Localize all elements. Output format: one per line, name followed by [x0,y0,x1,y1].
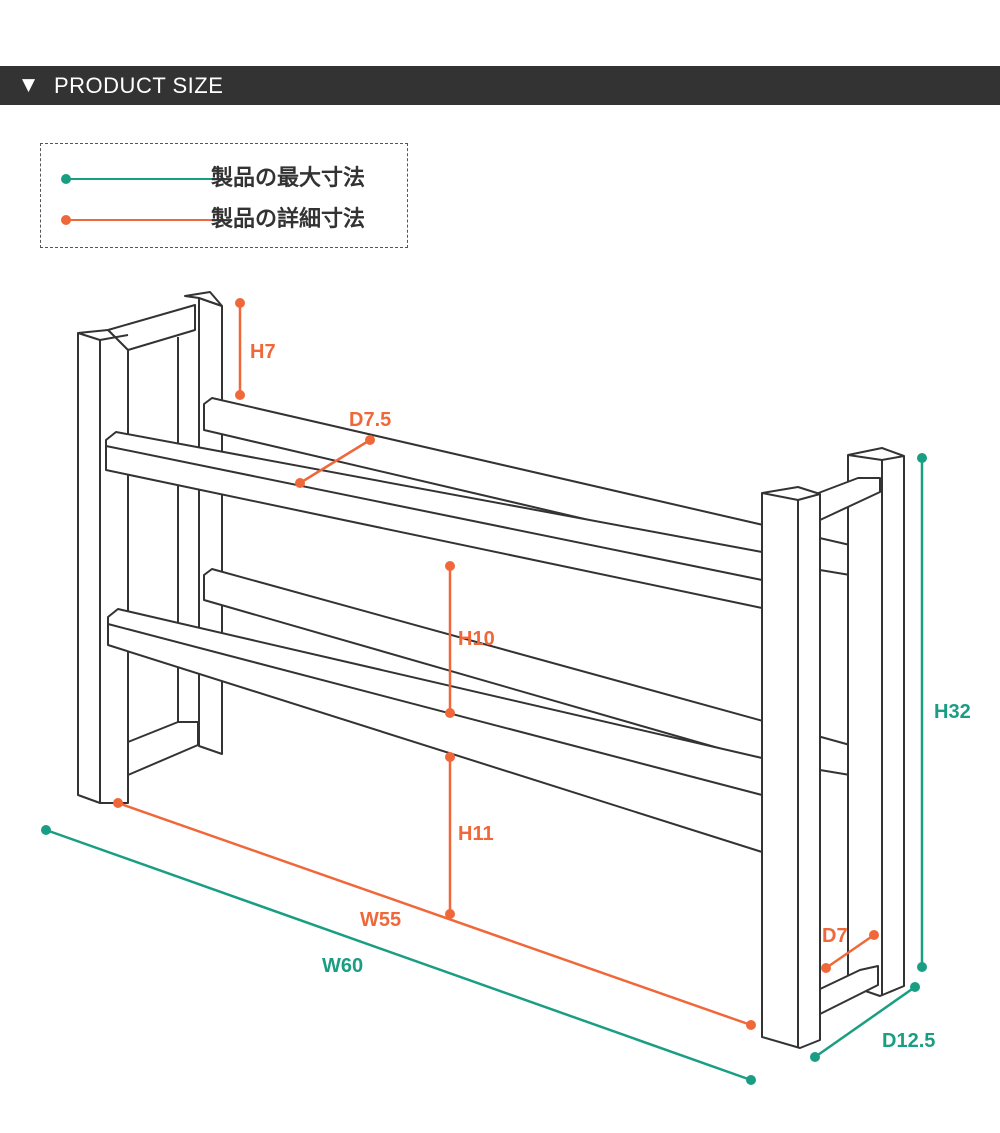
h10-dot-top [445,561,455,571]
w55-dot-right [746,1020,756,1030]
dimension-legend: 製品の最大寸法 製品の詳細寸法 [40,143,408,248]
w60-line [45,828,752,1082]
d75-dot-b [365,435,375,445]
legend-line-detail [67,219,227,221]
d125-dot-b [910,982,920,992]
h32-dot-top [917,453,927,463]
max-dimensions [41,453,927,1085]
w55-dot-left [113,798,123,808]
d7-label: D7 [822,925,848,947]
right-front-post [761,486,821,1049]
legend-dot-max [61,174,71,184]
left-bottom-connector [127,721,199,776]
h32-dot-bottom [917,962,927,972]
h10-label: H10 [458,628,495,650]
left-back-post [198,297,223,755]
h7-dot-bottom [235,390,245,400]
d125-label: D12.5 [882,1030,935,1052]
w55-line [117,801,752,1027]
legend-dot-detail [61,215,71,225]
right-back-post [847,447,905,997]
d125-dot-a [810,1052,820,1062]
d7-dot-b [869,930,879,940]
d7-dot-a [821,963,831,973]
legend-label-max: 製品の最大寸法 [211,166,366,191]
legend-line-max [67,178,227,180]
h11-dot-top [445,752,455,762]
legend-item-max: 製品の最大寸法 [41,164,407,194]
legend-label-detail: 製品の詳細寸法 [211,207,366,232]
d75-line [299,438,371,485]
left-front-post [77,329,129,804]
detail-dimensions [113,298,879,1030]
w60-dot-left [41,825,51,835]
section-header: ▼ PRODUCT SIZE [0,66,1000,105]
h7-label: H7 [250,341,276,363]
down-triangle-icon: ▼ [22,75,36,95]
d125-line [814,985,916,1059]
w55-label: W55 [360,909,401,931]
legend-item-detail: 製品の詳細寸法 [41,205,407,235]
section-title: PRODUCT SIZE [54,73,224,98]
h11-label: H11 [458,823,494,845]
d7-line [825,933,875,970]
h10-dot-bottom [445,708,455,718]
h32-label: H32 [934,701,971,723]
h11-dot-bottom [445,909,455,919]
w60-dot-right [746,1075,756,1085]
left-back-post-top [184,291,223,307]
w60-label: W60 [322,955,363,977]
h7-dot-top [235,298,245,308]
d75-dot-a [295,478,305,488]
d75-label: D7.5 [349,409,391,431]
